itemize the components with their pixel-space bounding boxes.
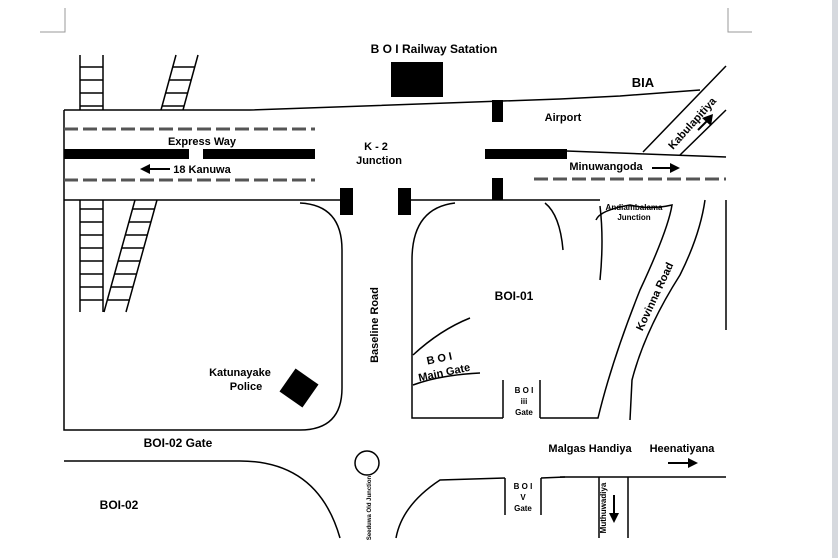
- label-kovinna-road: Kovinna Road: [634, 261, 676, 333]
- label-andiambalama-line2: Junction: [617, 213, 650, 222]
- label-railway-station: B O I Railway Satation: [371, 42, 498, 56]
- vertical-scrollbar[interactable]: [832, 0, 838, 558]
- junction-blocks: [340, 100, 503, 215]
- label-k2-line2: Junction: [356, 155, 402, 167]
- label-boi02: BOI-02: [100, 498, 139, 512]
- label-police-line2: Police: [230, 381, 262, 393]
- label-bia: BIA: [632, 75, 655, 90]
- label-airport: Airport: [545, 112, 582, 124]
- label-muthuwadiya: Muthuwadiya: [599, 482, 608, 533]
- label-v-gate-line1: B O I: [514, 482, 533, 491]
- label-iii-gate-line3: Gate: [515, 408, 533, 417]
- label-boi02-gate: BOI-02 Gate: [144, 436, 213, 450]
- direction-arrows: [140, 114, 713, 523]
- label-main-gate-line1: B O I: [426, 351, 454, 368]
- page-corner-marks: [40, 8, 752, 33]
- railway-track-straight: [79, 55, 104, 312]
- railway-station-building: [391, 62, 443, 97]
- label-andiambalama-line1: Andiambalama: [606, 203, 663, 212]
- label-heenatiyana: Heenatiyana: [650, 443, 716, 455]
- label-v-gate-line2: V: [520, 493, 526, 502]
- label-main-gate-line2: Main Gate: [417, 362, 471, 385]
- police-station-building: [279, 368, 319, 408]
- label-iii-gate-line2: iii: [521, 397, 528, 406]
- label-seeduwa-old-junction: Seeduwa Old Junction: [367, 475, 373, 540]
- label-18-kanuwa: 18 Kanuwa: [173, 164, 231, 176]
- expressway-lanes: [64, 127, 726, 182]
- label-iii-gate-line1: B O I: [515, 386, 534, 395]
- railway-track-diagonal: [103, 54, 199, 313]
- label-minuwangoda: Minuwangoda: [569, 161, 643, 173]
- label-k2-line1: K - 2: [364, 141, 388, 153]
- label-express-way: Express Way: [168, 136, 237, 148]
- road-network: [63, 65, 727, 539]
- label-baseline-road: Baseline Road: [369, 287, 381, 363]
- map-labels: B O I Railway Satation BIA Airport Kabul…: [100, 42, 720, 540]
- label-malgas-handiya: Malgas Handiya: [548, 443, 632, 455]
- label-v-gate-line3: Gate: [514, 504, 532, 513]
- label-boi01: BOI-01: [495, 289, 534, 303]
- label-police-line1: Katunayake: [209, 367, 271, 379]
